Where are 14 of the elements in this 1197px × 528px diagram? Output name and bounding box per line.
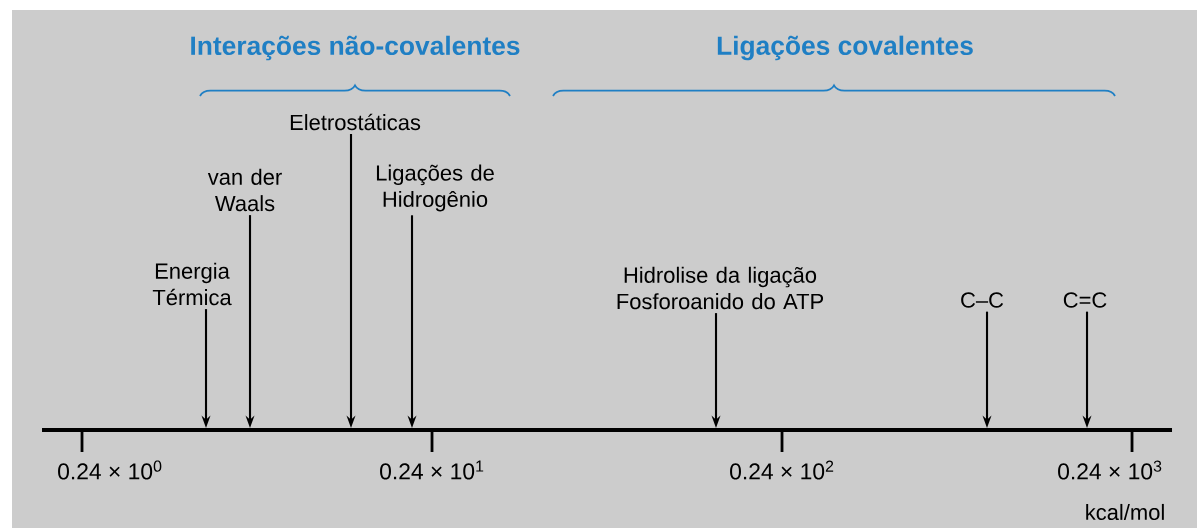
node-label: Eletrostáticas (290, 113, 421, 131)
node-label: Ligações de Hidrogênio (376, 164, 494, 212)
node-label: van der Waals (207, 168, 282, 212)
tick-label: 0.24 × 10$^{2}$ (730, 460, 834, 480)
section-heading: Interações não-covalentes (191, 35, 520, 61)
node-label: Hidrolise da ligação Fosforoanido do ATP (617, 266, 824, 310)
node-label: C=C (1063, 292, 1107, 308)
node-label: Energia Térmica (152, 262, 232, 306)
tick-label: 0.24 × 10$^{1}$ (380, 460, 484, 480)
axis-unit: kcal/mol (1086, 503, 1164, 521)
tick-label: 0.24 × 10$^{0}$ (58, 460, 162, 480)
tick-label: 0.24 × 10$^{3}$ (1058, 460, 1162, 480)
section-heading: Ligações covalentes (717, 35, 973, 61)
node-label: C–C (961, 292, 1004, 308)
